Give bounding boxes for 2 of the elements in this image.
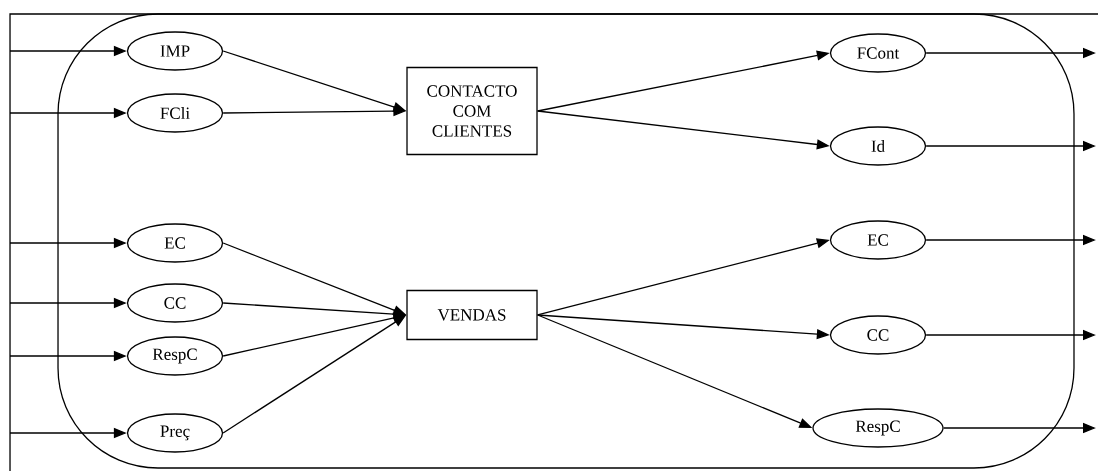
process-box: CONTACTO COM CLIENTES — [406, 66, 538, 156]
process-box: VENDAS — [406, 289, 538, 341]
